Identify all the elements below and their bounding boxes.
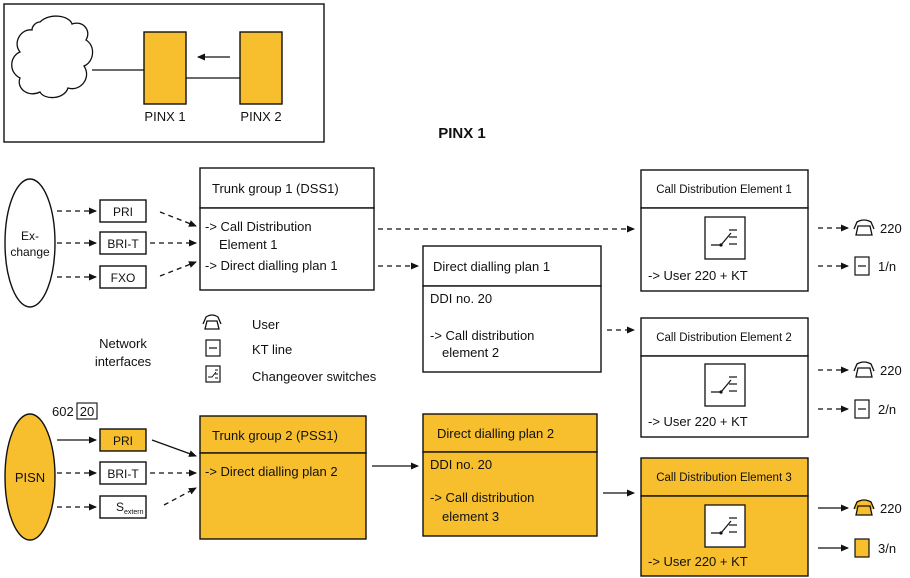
pisn-node [4,413,56,541]
trunk-group-2-line1: -> Direct dialling plan 2 [205,464,338,479]
cde2-title: Call Distribution Element 2 [656,332,792,344]
overview-pinx1-box [143,31,187,105]
cde3-kt-icon [854,538,870,558]
network-interfaces-line1: Network [99,336,147,351]
cde3-switch-icon [704,504,746,548]
ddp2-title: Direct dialling plan 2 [437,426,554,441]
fxo-interface-label: FXO [111,271,136,285]
pisn-number-box [76,402,98,420]
cde3-footer: -> User 220 + KT [648,554,748,569]
legend-kt-label: KT line [252,342,292,357]
cde1-switch-icon [704,216,746,260]
trunk-group-2-title: Trunk group 2 (PSS1) [212,428,338,443]
trunk-group-1-body [199,207,375,291]
legend-user-label: User [252,317,280,332]
kt-line-icon [205,339,221,357]
bri-interface-box [99,231,147,255]
cde2-phone-number: 220 [880,363,902,378]
pisn-bri-box [99,461,147,485]
pisn-number-prefix: 602 [52,404,74,419]
network-interfaces-line2: interfaces [95,354,152,369]
trunk-group-1-title: Trunk group 1 (DSS1) [212,181,339,196]
ddp2-line1: -> Call distribution [430,490,534,505]
ddp1-line1: -> Call distribution [430,328,534,343]
cde2-kt-icon [854,399,870,419]
exchange-label-line2: change [10,245,50,259]
trunk-group-1-line2: Element 1 [219,237,278,252]
overview-pinx2-label: PINX 2 [240,109,281,124]
cde1-header [640,169,809,209]
pisn-bri-label: BRI-T [107,467,139,481]
fxo-to-trunk1 [159,261,197,277]
pri-interface-box [99,199,147,223]
cde3-phone-number: 220 [880,501,902,516]
cde1-title: Call Distribution Element 1 [656,184,792,196]
ddp2-line2: element 3 [442,509,499,524]
pisn-number-box-value: 20 [80,404,94,419]
ddp1-body [422,285,602,373]
legend: User KT line Changeover switches [202,314,377,384]
ddp2-header [422,413,598,453]
cde1-kt-icon [854,256,870,276]
cde2-phone-icon [853,361,875,378]
overview-pinx2-box [239,31,283,105]
cde3-title: Call Distribution Element 3 [656,472,792,484]
cde3-phone-icon [853,499,875,516]
cde1-phone-icon [853,219,875,236]
cloud-icon [11,15,94,99]
cde3-kt-count: 3/n [878,541,896,556]
ddp2-ddi: DDI no. 20 [430,457,492,472]
exchange-label-line1: Ex- [21,229,39,243]
trunk-group-2-body [199,452,367,540]
cde1-footer: -> User 220 + KT [648,268,748,283]
cde2-switch-icon [704,363,746,407]
ddp2-body [422,451,598,537]
trunk-group-1-line1: -> Call Distribution [205,219,312,234]
pri-to-trunk1 [159,211,197,227]
exchange-node [4,178,56,308]
ddp1-header [422,245,602,287]
cde3-header [640,457,809,497]
trunk-group-1-header [199,167,375,209]
pisn-pri-label: PRI [113,434,133,448]
pisn-pri-to-trunk2 [151,439,197,457]
page-title: PINX 1 [438,125,486,142]
pri-interface-label: PRI [113,205,133,219]
ddp1-title: Direct dialling plan 1 [433,259,550,274]
overview-inset: PINX 1 PINX 2 [3,3,325,143]
cde2-footer: -> User 220 + KT [648,414,748,429]
overview-pinx1-label: PINX 1 [144,109,185,124]
pisn-s-extern-box [99,495,147,519]
ddp1-ddi: DDI no. 20 [430,291,492,306]
cde1-kt-count: 1/n [878,259,896,274]
trunk-group-1-line3: -> Direct dialling plan 1 [205,258,338,273]
pisn-s-extern-label: Sextern [116,500,144,516]
cde1-phone-number: 220 [880,221,902,236]
legend-switch-label: Changeover switches [252,369,377,384]
cde2-kt-count: 2/n [878,402,896,417]
pisn-s-to-trunk2 [163,487,197,506]
pisn-s-extern-subscript: extern [124,509,144,516]
pisn-label: PISN [15,470,45,485]
phone-icon [202,314,222,330]
switch-icon [205,365,221,383]
bri-interface-label: BRI-T [107,237,139,251]
fxo-interface-box [99,265,147,289]
pisn-pri-box [99,428,147,452]
ddp1-line2: element 2 [442,345,499,360]
